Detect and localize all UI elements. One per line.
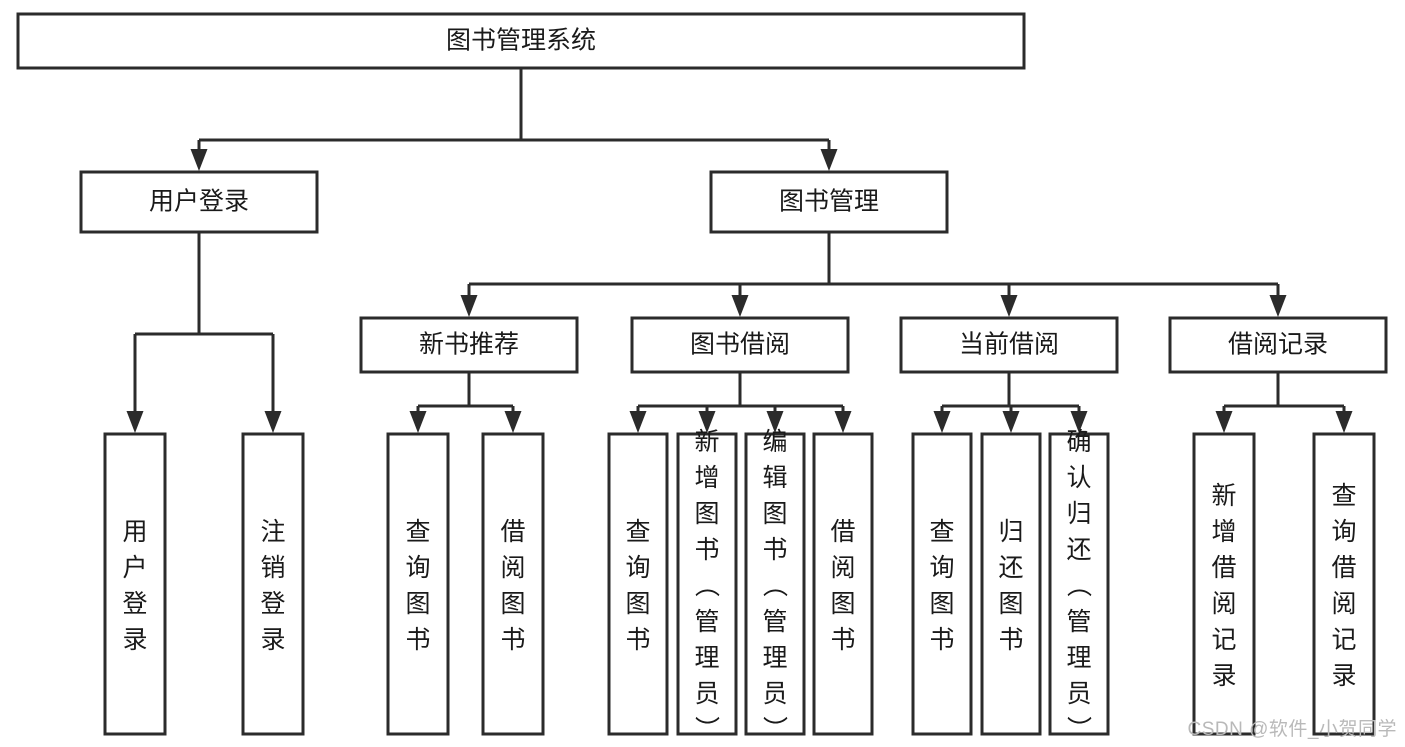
node-leaf-cb-confirm[interactable]: 确认归还（管理员） <box>1048 428 1110 744</box>
node-box <box>899 316 1119 374</box>
node-label: 新增借阅记录 <box>1211 482 1236 690</box>
arrow-head-icon <box>1070 411 1088 433</box>
node-box <box>481 432 545 736</box>
node-l3-current-borrow[interactable]: 当前借阅 <box>899 316 1119 374</box>
node-label: 当前借阅 <box>959 331 1059 359</box>
arrow-head-icon <box>1269 295 1287 317</box>
connector-group <box>933 372 1088 433</box>
node-label: 借阅图书 <box>830 518 855 654</box>
node-box <box>744 432 806 736</box>
node-layer: 图书管理系统用户登录图书管理新书推荐图书借阅当前借阅借阅记录用户登录注销登录查询… <box>16 12 1388 744</box>
node-leaf-logout[interactable]: 注销登录 <box>241 432 305 736</box>
node-leaf-br-query[interactable]: 查询借阅记录 <box>1312 432 1376 736</box>
node-box <box>103 432 167 736</box>
node-label: 图书管理系统 <box>446 27 596 55</box>
arrow-head-icon <box>629 411 647 433</box>
arrow-head-icon <box>933 411 951 433</box>
node-label: 查询图书 <box>405 518 430 654</box>
node-label: 编辑图书（管理员） <box>762 428 788 744</box>
node-label: 图书借阅 <box>690 331 790 359</box>
node-leaf-user-login[interactable]: 用户登录 <box>103 432 167 736</box>
connector-group <box>460 232 1287 317</box>
node-leaf-bb-query[interactable]: 查询图书 <box>607 432 669 736</box>
connector-group <box>126 232 282 433</box>
node-box <box>980 432 1042 736</box>
node-box <box>386 432 450 736</box>
node-root[interactable]: 图书管理系统 <box>16 12 1026 70</box>
arrow-head-icon <box>409 411 427 433</box>
node-box <box>241 432 305 736</box>
node-l2-book-manage[interactable]: 图书管理 <box>709 170 949 234</box>
node-l3-borrow-record[interactable]: 借阅记录 <box>1168 316 1388 374</box>
node-l3-new-book[interactable]: 新书推荐 <box>359 316 579 374</box>
node-label: 归还图书 <box>998 518 1023 654</box>
node-label: 用户登录 <box>149 188 249 216</box>
node-box <box>359 316 579 374</box>
arrow-head-icon <box>190 149 208 171</box>
node-box <box>16 12 1026 70</box>
node-leaf-nb-query[interactable]: 查询图书 <box>386 432 450 736</box>
node-box <box>1168 316 1388 374</box>
node-box <box>911 432 973 736</box>
node-box <box>630 316 850 374</box>
node-label: 确认归还（管理员） <box>1066 428 1092 744</box>
node-box <box>709 170 949 234</box>
arrow-head-icon <box>820 149 838 171</box>
node-box <box>79 170 319 234</box>
watermark-text: CSDN @软件_小贺同学 <box>1187 719 1397 740</box>
arrow-head-icon <box>504 411 522 433</box>
node-leaf-nb-borrow[interactable]: 借阅图书 <box>481 432 545 736</box>
node-l2-user-login[interactable]: 用户登录 <box>79 170 319 234</box>
node-label: 查询图书 <box>929 518 954 654</box>
node-box <box>607 432 669 736</box>
arrow-head-icon <box>1002 411 1020 433</box>
arrow-head-icon <box>766 411 784 433</box>
node-leaf-bb-edit[interactable]: 编辑图书（管理员） <box>744 428 806 744</box>
node-label: 借阅记录 <box>1228 331 1328 359</box>
node-leaf-cb-return[interactable]: 归还图书 <box>980 432 1042 736</box>
arrow-head-icon <box>1215 411 1233 433</box>
node-label: 注销登录 <box>260 518 285 654</box>
connector-layer <box>126 68 1353 433</box>
arrow-head-icon <box>1000 295 1018 317</box>
node-leaf-cb-query[interactable]: 查询图书 <box>911 432 973 736</box>
node-label: 查询借阅记录 <box>1331 482 1356 690</box>
node-box <box>1048 432 1110 736</box>
node-leaf-br-add[interactable]: 新增借阅记录 <box>1192 432 1256 736</box>
arrow-head-icon <box>264 411 282 433</box>
connector-group <box>190 68 838 171</box>
node-box <box>1312 432 1376 736</box>
arrow-head-icon <box>731 295 749 317</box>
node-leaf-bb-borrow[interactable]: 借阅图书 <box>812 432 874 736</box>
connector-group <box>1215 372 1353 433</box>
arrow-head-icon <box>460 295 478 317</box>
node-box <box>676 432 738 736</box>
node-box <box>1192 432 1256 736</box>
node-label: 借阅图书 <box>500 518 525 654</box>
connector-group <box>629 372 852 433</box>
connector-group <box>409 372 522 433</box>
node-label: 新增图书（管理员） <box>694 428 720 744</box>
node-label: 新书推荐 <box>419 331 519 359</box>
node-box <box>812 432 874 736</box>
node-l3-book-borrow[interactable]: 图书借阅 <box>630 316 850 374</box>
node-label: 图书管理 <box>779 188 879 216</box>
arrow-head-icon <box>698 411 716 433</box>
arrow-head-icon <box>834 411 852 433</box>
arrow-head-icon <box>1335 411 1353 433</box>
node-label: 用户登录 <box>122 518 147 654</box>
arrow-head-icon <box>126 411 144 433</box>
node-label: 查询图书 <box>625 518 650 654</box>
node-leaf-bb-add[interactable]: 新增图书（管理员） <box>676 428 738 744</box>
